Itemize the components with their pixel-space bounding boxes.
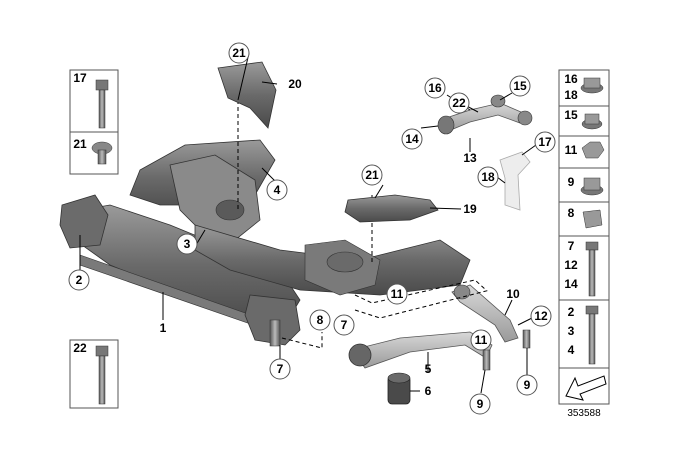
- svg-text:9: 9: [477, 397, 484, 411]
- svg-text:2: 2: [76, 273, 83, 287]
- callout-1: 1: [160, 321, 167, 335]
- svg-text:17: 17: [538, 135, 552, 149]
- callout-14: 14: [401, 128, 423, 150]
- svg-text:16: 16: [428, 81, 442, 95]
- svg-text:17: 17: [73, 71, 87, 85]
- svg-text:18: 18: [481, 170, 495, 184]
- svg-text:1: 1: [160, 321, 167, 335]
- bolt-17-icon: [95, 79, 109, 129]
- callout-12: 12: [530, 305, 552, 327]
- nut-15-icon: [581, 113, 603, 130]
- callout-21-top: 21: [228, 42, 250, 64]
- heat-shield-right: [344, 194, 439, 223]
- svg-text:6: 6: [425, 384, 432, 398]
- svg-text:11: 11: [391, 287, 404, 301]
- svg-text:7: 7: [568, 239, 575, 253]
- svg-text:20: 20: [288, 77, 302, 91]
- callout-21-right: 21: [361, 164, 383, 186]
- svg-text:4: 4: [274, 183, 281, 197]
- svg-text:19: 19: [463, 202, 477, 216]
- callout-6: 6: [425, 384, 432, 398]
- svg-text:9: 9: [568, 175, 575, 189]
- clip-8-icon: [582, 209, 603, 229]
- svg-text:21: 21: [73, 137, 87, 151]
- callout-17: 17: [534, 131, 556, 153]
- callout-9-right: 9: [516, 374, 538, 396]
- stop-guard: [499, 151, 531, 211]
- left-parts-panel: 17 21 22: [69, 69, 119, 409]
- svg-text:18: 18: [564, 88, 578, 102]
- rubber-mount: [387, 372, 411, 405]
- svg-text:21: 21: [365, 168, 379, 182]
- svg-text:15: 15: [564, 108, 578, 122]
- callout-15: 15: [509, 75, 531, 97]
- callout-18: 18: [477, 166, 499, 188]
- nut-9-icon: [580, 177, 604, 196]
- wishbone: [348, 331, 493, 371]
- svg-text:16: 16: [564, 72, 578, 86]
- direction-arrow-icon: [565, 375, 607, 401]
- callout-4: 4: [266, 179, 288, 201]
- svg-text:11: 11: [475, 333, 488, 347]
- svg-text:21: 21: [232, 46, 246, 60]
- callout-7-left: 7: [269, 358, 291, 380]
- callout-3: 3: [176, 233, 198, 255]
- callout-13: 13: [463, 151, 477, 165]
- callout-11-low: 11: [470, 329, 492, 351]
- svg-text:22: 22: [452, 96, 466, 110]
- svg-text:3: 3: [184, 237, 191, 251]
- callout-8: 8: [309, 309, 331, 331]
- flange-nut-16-icon: [580, 77, 604, 94]
- upper-control-arm: [437, 94, 533, 135]
- screw-21-icon: [91, 141, 113, 165]
- svg-text:11: 11: [565, 143, 578, 157]
- nut-11-icon: [581, 141, 605, 159]
- callout-16: 16: [424, 77, 446, 99]
- callout-10: 10: [506, 287, 520, 301]
- svg-text:5: 5: [425, 362, 432, 376]
- svg-text:13: 13: [463, 151, 477, 165]
- svg-text:10: 10: [506, 287, 520, 301]
- svg-text:9: 9: [524, 378, 531, 392]
- front-axle-subframe: [59, 100, 471, 347]
- part-number: 353588: [567, 408, 601, 419]
- callouts: 21 20 4 3 2 1 7 8 7 11 21 19 11 5 6 9 9 …: [68, 42, 556, 415]
- callout-5: 5: [425, 362, 432, 376]
- svg-text:14: 14: [405, 132, 419, 146]
- svg-text:12: 12: [534, 309, 548, 323]
- svg-text:15: 15: [513, 79, 527, 93]
- callout-19: 19: [463, 202, 477, 216]
- svg-text:7: 7: [341, 318, 348, 332]
- svg-text:8: 8: [568, 206, 575, 220]
- heat-shield-top: [217, 61, 277, 129]
- svg-text:8: 8: [317, 313, 324, 327]
- svg-text:12: 12: [564, 258, 578, 272]
- svg-text:22: 22: [73, 341, 87, 355]
- svg-text:4: 4: [568, 343, 575, 357]
- svg-text:14: 14: [564, 277, 578, 291]
- callout-20: 20: [288, 77, 302, 91]
- svg-text:3: 3: [568, 324, 575, 338]
- callout-22: 22: [448, 92, 470, 114]
- right-parts-panel: 16 18 15 11 9 8 7 12 14 2 3 4: [558, 69, 610, 405]
- callout-9-left: 9: [469, 393, 491, 415]
- svg-text:7: 7: [277, 362, 284, 376]
- svg-text:2: 2: [568, 305, 575, 319]
- bolt-2-icon: [585, 305, 599, 365]
- callout-2: 2: [68, 269, 90, 291]
- callout-7-mid: 7: [333, 314, 355, 336]
- bolt-7-icon: [585, 241, 599, 297]
- bolt-22-icon: [95, 345, 109, 405]
- callout-11-mid: 11: [386, 283, 408, 305]
